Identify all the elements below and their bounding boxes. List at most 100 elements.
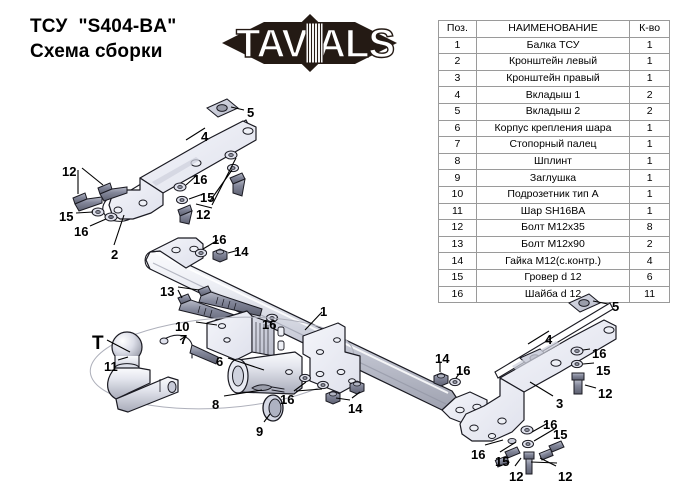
part-3-right-bracket [459,319,617,442]
beam-right-fasteners [433,362,461,387]
callout-c_l16a: 16 [193,172,208,187]
callout-c_l12a: 12 [62,164,77,179]
table-cell-qty: 2 [629,235,670,254]
table-cell-qty: 1 [629,169,670,187]
callout-c_r12b: 12 [509,469,524,484]
callout-c_c16r: 16 [456,363,471,378]
nut-14-center-b [349,380,365,395]
callout-c_r12a: 12 [598,386,613,401]
callout-c_l16b: 16 [74,224,89,239]
callout-c_c13: 13 [160,284,175,299]
logo-text-tav: TAV [236,22,308,66]
table-cell-name: Балка ТСУ [475,36,631,55]
callout-c_c1: 1 [320,304,328,319]
callout-c_l4: 4 [201,129,209,144]
callout-c_c16m: 16 [262,317,277,332]
center-bottom-fasteners [293,373,365,405]
bolt-12-right-center [523,451,535,475]
right-bracket-leaders [484,300,609,467]
towball-detail-group [89,316,355,413]
left-bracket-leaders [75,106,245,246]
table-cell-qty: 11 [629,285,670,304]
bolt-12-left-upperright [229,172,246,197]
logo-striped-bar [305,22,324,64]
right-bracket-column-fasteners [570,346,585,395]
callout-c_c8: 8 [212,397,220,412]
callout-c_c6: 6 [216,354,224,369]
part-1-main-beam [144,237,488,426]
bolt-12-right-right [538,440,565,461]
callout-c_c11: 11 [104,359,118,374]
nut-14-left [212,248,228,263]
nut-14-right [433,372,449,387]
left-bracket-assembly [72,98,257,246]
callout-c_c14r: 14 [435,351,450,366]
callout-c_c10: 10 [175,319,190,334]
towbar-neck [107,367,179,413]
table-cell-pos: 16 [438,285,477,304]
callout-c_c16b: 16 [280,392,295,407]
bolt-12-left-lower [177,204,193,225]
nut-14-center-a [325,390,341,405]
right-bracket-assembly [459,293,617,475]
tavials-logo: TAV ALS [222,12,397,74]
column-header-name: НАИМЕНОВАНИЕ [475,20,631,38]
logo-text-als: ALS [317,22,394,66]
table-cell-name: Вкладыш 1 [475,86,631,104]
callout-c_l5: 5 [247,105,255,120]
callout-c_l2: 2 [111,247,119,262]
callout-c_l12b: 12 [196,207,211,222]
callout-c_l15b: 15 [59,209,74,224]
callout-c_r12c: 12 [558,469,573,484]
part-5-insert-left [206,98,239,118]
table-cell-name: Болт М12х90 [475,235,631,254]
callout-c_r16c: 16 [471,447,486,462]
callout-c_c16t: 16 [212,232,227,247]
callout-c_r5: 5 [612,299,620,314]
table-cell-name: Корпус крепления шара [475,119,631,138]
leader-part-1 [304,311,323,331]
callout-c_c14t: 14 [234,244,249,259]
callout-c_r16b: 16 [543,417,558,432]
left-bracket-right-fasteners [173,150,246,225]
part-9-plug [262,394,284,423]
callout-c_c14b: 14 [348,401,363,416]
callout-c_r3: 3 [556,396,564,411]
page-title-line2: Схема сборки [30,41,163,62]
bolt-13-upper [197,285,263,317]
table-cell-name: Болт М12х35 [475,219,631,237]
callout-c_r15b: 15 [553,427,568,442]
callout-c_r16a: 16 [592,346,607,361]
callout-c_r15a: 15 [596,363,611,378]
part-6-ball-housing [227,351,303,395]
right-bracket-bottom-fasteners [494,425,565,475]
callout-c_r15c: 15 [495,454,510,469]
callout-c_c9: 9 [256,424,264,439]
callout-c_l15a: 15 [200,190,215,205]
table-cell-name: Кронштейн левый [475,53,631,71]
bolt-12-right-left [494,446,521,468]
callout-c_c7: 7 [180,332,188,347]
title-block: ТСУ "S404-BA" Схема сборки [30,14,176,64]
beam-left-fasteners [194,239,240,263]
bolt-12-right-column [571,372,585,395]
callout-c_cT: Т [92,333,104,354]
center-mount-plate [302,322,361,394]
bolt-12-left-inner [97,182,128,202]
